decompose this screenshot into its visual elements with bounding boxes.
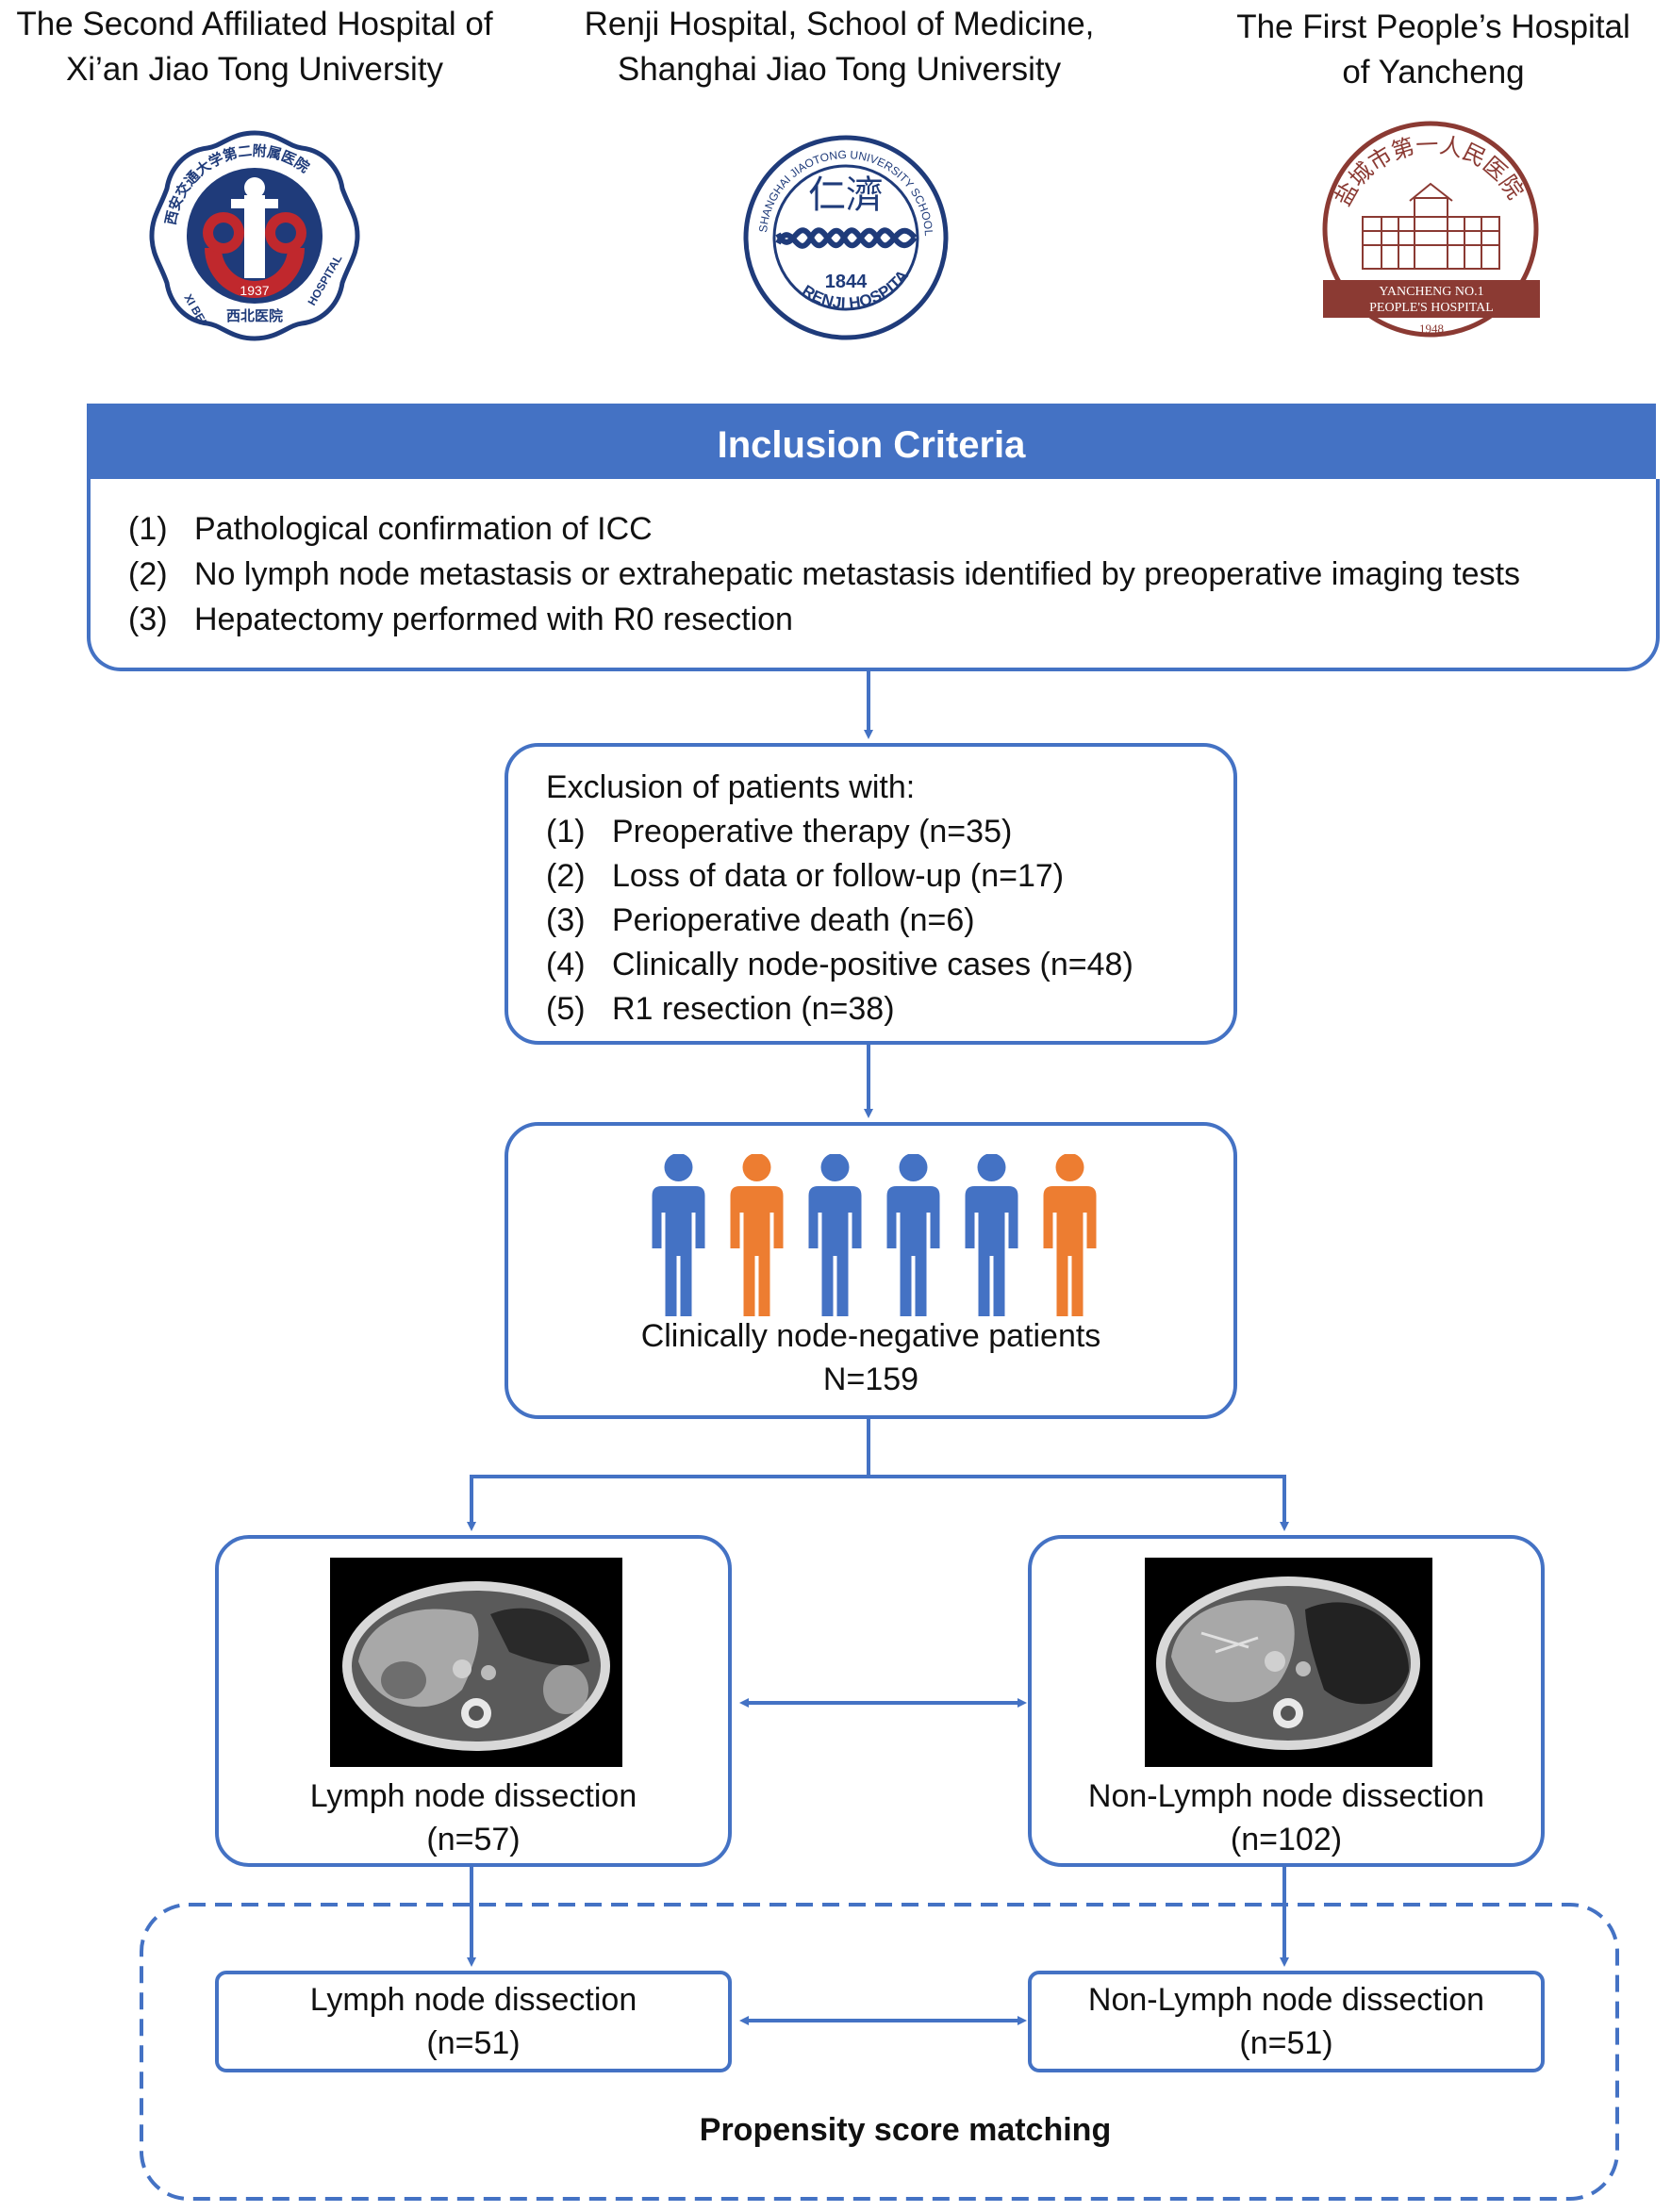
matched-non-lnd-count: (n=51) bbox=[1239, 2025, 1333, 2061]
person-icon-blue bbox=[886, 1154, 940, 1316]
cohort-label: Clinically node-negative patients bbox=[640, 1318, 1101, 1354]
hospital-name-renji: Renji Hospital, School of Medicine, Shan… bbox=[584, 6, 1095, 88]
psm-caption: Propensity score matching bbox=[699, 2112, 1112, 2148]
svg-text:YANCHENG NO.1: YANCHENG NO.1 bbox=[1379, 285, 1483, 299]
person-icon-orange bbox=[730, 1154, 784, 1316]
non-lnd-count: (n=102) bbox=[1230, 1822, 1343, 1857]
svg-text:仁濟: 仁濟 bbox=[808, 173, 884, 217]
person-icon-blue bbox=[965, 1154, 1018, 1316]
matched-lnd-count: (n=51) bbox=[426, 2025, 521, 2061]
exclusion-box: Exclusion of patients with: (1)Preoperat… bbox=[505, 743, 1237, 1045]
cohort-count: N=159 bbox=[822, 1362, 919, 1397]
ct-scan-non-lnd-image bbox=[1145, 1558, 1432, 1767]
matched-non-lnd-label: Non-Lymph node dissection bbox=[1087, 1982, 1485, 2018]
inclusion-criteria-header: Inclusion Criteria bbox=[87, 404, 1656, 487]
lnd-label: Lymph node dissection bbox=[309, 1778, 637, 1814]
arrow-cohort-to-lnd bbox=[467, 1419, 870, 1531]
svg-text:PEOPLE'S HOSPITAL: PEOPLE'S HOSPITAL bbox=[1369, 301, 1494, 315]
svg-text:1844: 1844 bbox=[825, 272, 868, 292]
matched-lnd-box: Lymph node dissection (n=51) bbox=[215, 1971, 732, 2072]
person-icon-blue bbox=[808, 1154, 862, 1316]
patient-icons bbox=[652, 1154, 1097, 1316]
lnd-group-box: Lymph node dissection (n=57) bbox=[215, 1535, 732, 1867]
inclusion-criteria-box: (1)Pathological confirmation of ICC (2)N… bbox=[87, 479, 1660, 671]
arrow-cohort-to-non-lnd bbox=[869, 1475, 1289, 1531]
person-icon-orange bbox=[1043, 1154, 1097, 1316]
exclusion-title: Exclusion of patients with: bbox=[546, 769, 916, 805]
person-icon-blue bbox=[652, 1154, 705, 1316]
svg-text:1937: 1937 bbox=[240, 283, 269, 298]
xjtu-hospital-logo-icon: 1937 西安交通大学第二附属医院 西北医院 XI BEI HOSPITAL bbox=[146, 127, 363, 344]
non-lnd-group-box: Non-Lymph node dissection (n=102) bbox=[1028, 1535, 1545, 1867]
yancheng-hospital-logo-icon: 盐城市第一人民医院 YANCHENG NO.1 PEOPLE'S HOSPITA… bbox=[1306, 118, 1556, 349]
cohort-box: Clinically node-negative patients N=159 bbox=[505, 1122, 1237, 1419]
psm-dashed-frame bbox=[140, 1903, 1619, 2201]
matched-lnd-label: Lymph node dissection bbox=[309, 1982, 637, 2018]
ct-scan-lnd-image bbox=[330, 1558, 622, 1767]
matched-non-lnd-box: Non-Lymph node dissection (n=51) bbox=[1028, 1971, 1545, 2072]
svg-text:1948: 1948 bbox=[1419, 322, 1444, 336]
non-lnd-label: Non-Lymph node dissection bbox=[1087, 1778, 1485, 1814]
lnd-count: (n=57) bbox=[426, 1822, 521, 1857]
renji-hospital-logo-icon: SHANGHAI JIAOTONG UNIVERSITY SCHOOL OF M… bbox=[736, 118, 952, 344]
svg-text:西北医院: 西北医院 bbox=[226, 307, 283, 324]
hospital-name-xjtu: The Second Affiliated Hospital of Xi’an … bbox=[16, 6, 493, 88]
hospital-name-yancheng: The First People’s Hospital of Yancheng bbox=[1236, 8, 1630, 91]
